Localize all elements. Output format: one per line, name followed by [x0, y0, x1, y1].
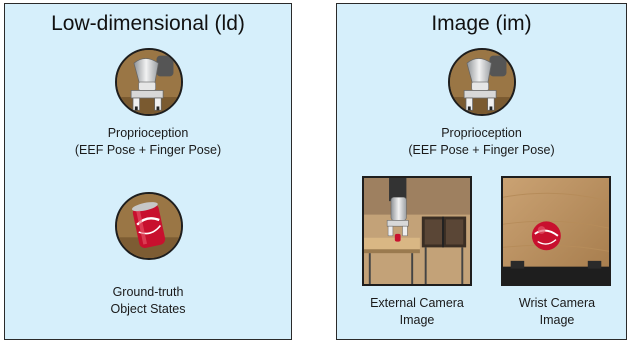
wrist-camera-caption: Wrist Camera Image: [487, 295, 627, 329]
external-camera-caption: External Camera Image: [342, 295, 492, 329]
caption-line: External Camera: [370, 296, 464, 310]
caption-line: (EEF Pose + Finger Pose): [74, 143, 222, 157]
panel-title: Image (im): [431, 12, 532, 35]
robot-gripper-icon: [115, 48, 183, 116]
caption-line: Proprioception: [107, 126, 189, 140]
wrist-camera-view: [501, 176, 611, 286]
external-camera-view: [362, 176, 472, 286]
caption-line: Wrist Camera: [518, 296, 596, 310]
proprioception-caption: Proprioception (EEF Pose + Finger Pose): [337, 125, 626, 159]
proprioception-caption: Proprioception (EEF Pose + Finger Pose): [5, 125, 291, 159]
caption-line: (EEF Pose + Finger Pose): [408, 143, 555, 157]
caption-line: Image: [539, 313, 575, 327]
image-panel: Image (im) Proprioception (EEF Pose + Fi…: [336, 3, 627, 340]
robot-gripper-icon: [448, 48, 516, 116]
caption-line: Image: [399, 313, 435, 327]
caption-line: Object States: [110, 302, 186, 316]
caption-line: Proprioception: [441, 126, 522, 140]
low-dimensional-panel: Low-dimensional (ld) Proprioception (EEF…: [4, 3, 292, 340]
soda-can-icon: [115, 192, 183, 260]
panel-title: Low-dimensional (ld): [51, 12, 245, 35]
object-states-caption: Ground-truth Object States: [5, 284, 291, 318]
caption-line: Ground-truth: [112, 285, 184, 299]
